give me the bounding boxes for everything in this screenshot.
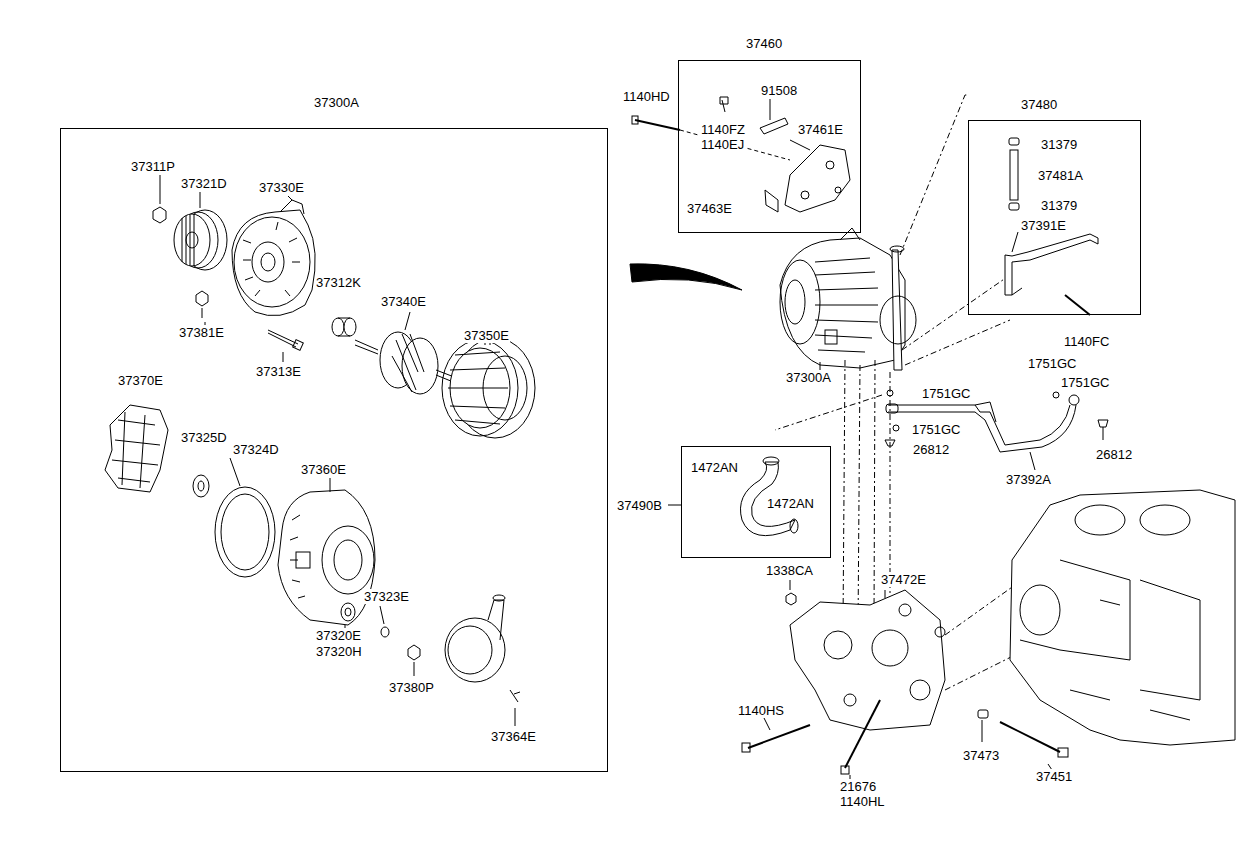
callout-number: 1140FZ (700, 122, 746, 137)
callout-number: 1140FC (1063, 334, 1110, 349)
callout-number: 37463E (686, 201, 733, 216)
callout-number: 37473 (962, 748, 1000, 763)
callout-number: 37364E (490, 729, 537, 744)
callout-number: 37481A (1037, 168, 1084, 183)
callout-number: 37350E (463, 328, 510, 343)
callout-number: 1751GC (921, 386, 971, 401)
callout-number: 26812 (912, 442, 950, 457)
callout-number: 1751GC (1060, 375, 1110, 390)
callout-number: 21676 (839, 779, 877, 794)
callout-number: 37324D (232, 442, 280, 457)
callout-number: 37330E (258, 180, 305, 195)
callout-number: 37320E (315, 628, 362, 643)
callout-number: 37461E (797, 122, 844, 137)
callout-number: 37391E (1020, 218, 1067, 233)
assembly-number: 37490B (616, 498, 663, 513)
callout-number: 37321D (180, 176, 228, 191)
callout-number: 37313E (255, 364, 302, 379)
callout-number: 1140EJ (700, 137, 745, 152)
callout-number: 91508 (760, 83, 798, 98)
callout-number: 26812 (1095, 447, 1133, 462)
callout-number: 1140HD (622, 89, 671, 104)
callout-number: 37325D (180, 430, 228, 445)
callout-number: 1472AN (766, 496, 815, 511)
callout-number: 31379 (1040, 137, 1078, 152)
callout-number: 37360E (300, 462, 347, 477)
callout-number: 1751GC (1027, 356, 1077, 371)
callout-number: 37472E (880, 572, 927, 587)
callout-number: 37370E (117, 373, 164, 388)
callout-number: 1472AN (690, 460, 739, 475)
callout-number: 37312K (315, 275, 362, 290)
assembly-number: 37300A (313, 95, 360, 110)
assembly-number: 37460 (745, 36, 783, 51)
callout-number: 37381E (178, 325, 225, 340)
callout-number: 1338CA (765, 563, 814, 578)
callout-number: 37320H (315, 644, 363, 659)
callout-number: 37392A (1005, 472, 1052, 487)
callout-number: 37451 (1035, 769, 1073, 784)
callout-number: 1140HL (839, 794, 886, 809)
callout-number: 37300A (785, 370, 832, 385)
callout-number: 37311P (130, 159, 176, 174)
callout-number: 37323E (363, 589, 410, 604)
callout-number: 1751GC (911, 422, 961, 437)
group-box: 37300A (60, 128, 608, 772)
callout-number: 31379 (1040, 198, 1078, 213)
callout-number: 37380P (388, 680, 435, 695)
assembly-number: 37480 (1020, 97, 1058, 112)
callout-number: 1140HS (737, 703, 785, 718)
callout-number: 37340E (380, 294, 427, 309)
